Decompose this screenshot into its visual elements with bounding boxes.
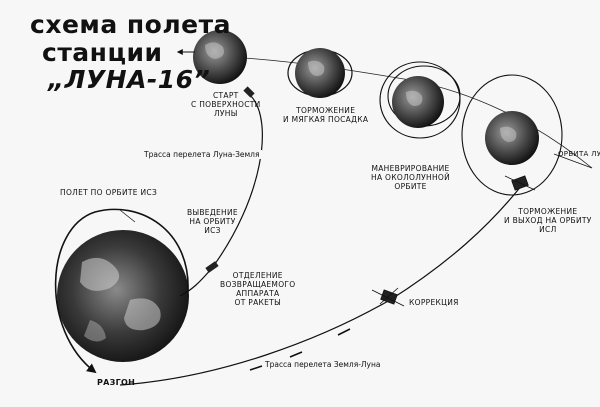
label-launch-from-moon: СТАРТ С ПОВЕРХНОСТИ ЛУНЫ	[191, 91, 261, 118]
label-maneuvering: МАНЕВРИРОВАНИЕ НА ОКОЛОЛУННОЙ ОРБИТЕ	[371, 164, 451, 191]
title-line-1: схема полета	[30, 10, 231, 39]
route-moon-earth: Трасса перелета Луна-Земля	[142, 150, 262, 159]
earth-globe	[57, 230, 189, 362]
title-line-3: „ЛУНА-16”	[48, 65, 211, 94]
label-earth-orbit-flight: ПОЛЕТ ПО ОРБИТЕ ИСЗ	[60, 188, 158, 197]
label-lunar-orbit: ОРБИТА ЛУНЫ	[558, 150, 600, 158]
earth-satellite-orbit	[54, 208, 189, 374]
spacecraft-separation-icon	[205, 261, 219, 273]
moon-landing-globe	[287, 48, 353, 98]
spacecraft-orbit-entry-icon	[504, 175, 536, 191]
spacecraft-launch-icon	[243, 86, 255, 98]
moon-earth-trajectory	[179, 94, 263, 297]
label-correction: КОРРЕКЦИЯ	[409, 298, 459, 307]
label-braking-lunar-orbit: ТОРМОЖЕНИЕ И ВЫХОД НА ОРБИТУ ИСЛ	[504, 207, 592, 234]
moon-maneuver-globe	[379, 61, 461, 139]
route-earth-moon: Трасса перелета Земля-Луна	[263, 360, 383, 369]
label-launch-to-orbit: ВЫВЕДЕНИЕ НА ОРБИТУ ИСЗ	[187, 208, 238, 235]
earth-moon-trajectory	[119, 184, 523, 386]
moon-orbit-entry-globe	[461, 74, 563, 196]
label-separation: ОТДЕЛЕНИЕ ВОЗВРАЩАЕМОГО АППАРАТА ОТ РАКЕ…	[220, 271, 296, 307]
label-acceleration: РАЗГОН	[97, 378, 136, 387]
moon-launch-globe	[193, 30, 247, 84]
label-braking-landing: ТОРМОЖЕНИЕ И МЯГКАЯ ПОСАДКА	[283, 106, 369, 124]
title-line-2: станции	[42, 38, 163, 67]
spacecraft-correction-icon	[371, 287, 405, 307]
